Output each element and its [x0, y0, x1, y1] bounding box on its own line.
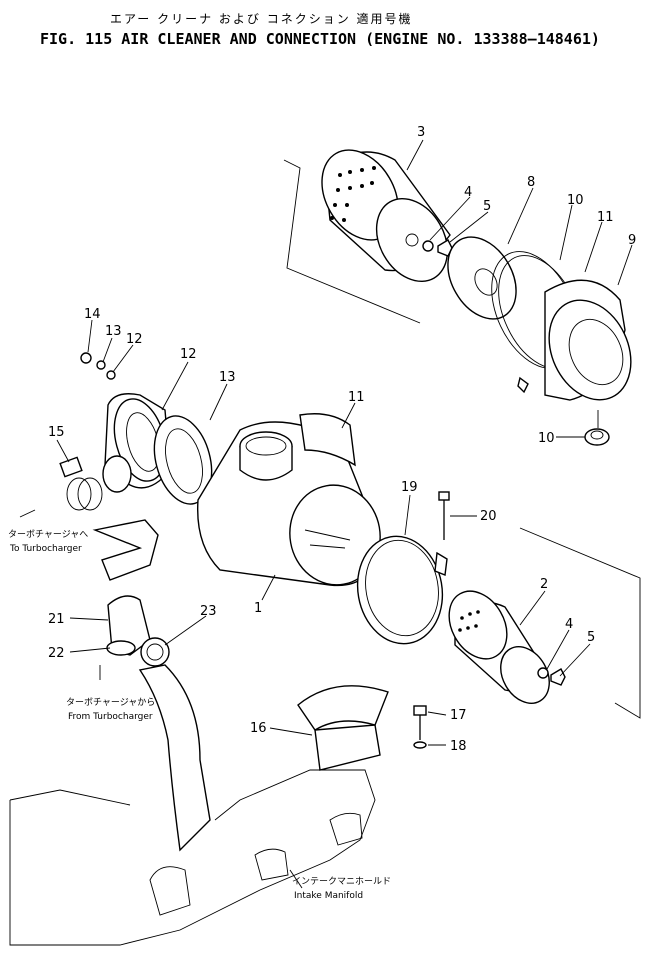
- callout-4-lower: 4: [565, 617, 573, 632]
- flow-notes: ターボチャージャへ To Turbocharger ターボチャージャから Fro…: [8, 529, 391, 901]
- callout-24-right: 23: [200, 604, 217, 619]
- callout-13: 13: [219, 370, 236, 385]
- callout-10: 10: [538, 431, 555, 446]
- support-bracket-left: [92, 519, 159, 581]
- intake-pipe: [138, 664, 211, 852]
- part-2-inner-element: [448, 590, 550, 704]
- callout-11: 11: [348, 390, 365, 405]
- part-21-mounting-band: [356, 535, 448, 645]
- part-5-wing-nut-lower: [550, 668, 566, 686]
- part-22-bolt: [438, 491, 450, 540]
- callout-20: 18: [450, 739, 467, 754]
- note-to-turbo-en: To Turbocharger: [9, 544, 82, 554]
- part-16-nut: [80, 352, 92, 364]
- callout-7: 9: [628, 233, 636, 248]
- callout-5-upper: 5: [483, 199, 491, 214]
- callout-9: 11: [597, 210, 614, 225]
- callout-21: 19: [401, 480, 418, 495]
- part-15-washer: [96, 360, 106, 370]
- note-from-turbo-jp: ターボチャージャから: [66, 697, 155, 708]
- callout-8: 10: [567, 193, 584, 208]
- part-24-hose-clamps-elbow: [140, 637, 170, 667]
- inner-element-group-bracket: [519, 527, 641, 719]
- note-to-turbo-jp: ターボチャージャへ: [8, 529, 88, 540]
- callout-3: 3: [417, 125, 425, 140]
- part-1-air-cleaner-body: [196, 421, 381, 587]
- callout-6: 8: [527, 175, 535, 190]
- title-japanese: エアー クリーナ および コネクション 適用号機: [110, 12, 413, 26]
- figure-title: FIG. 115 AIR CLEANER AND CONNECTION (ENG…: [40, 30, 600, 48]
- callout-19: 17: [450, 708, 467, 723]
- callout-labels: 3 4 5 8 10 11 9 14 13 12 12 13 11 10 15 …: [48, 125, 636, 754]
- part-11-cover-plate: [299, 413, 356, 467]
- note-from-turbo-en: From Turbocharger: [68, 712, 153, 722]
- callout-5-lower: 5: [587, 630, 595, 645]
- part-12-inlet-flange: [102, 393, 171, 493]
- part-3-outer-element: [321, 149, 451, 283]
- part-4-gasket-upper: [422, 240, 434, 252]
- callout-24-left: 22: [48, 646, 65, 661]
- callout-4-upper: 4: [464, 185, 472, 200]
- callout-2: 2: [540, 577, 548, 592]
- leader-lines: [19, 139, 633, 889]
- part-7-dust-cup: [544, 279, 632, 401]
- part-10-evacuator-valve: [584, 428, 610, 446]
- part-4-gasket-lower: [537, 667, 549, 679]
- callout-12: 12: [180, 347, 197, 362]
- part-19-bolt: [413, 705, 427, 740]
- part-18-support-bracket: [297, 685, 389, 771]
- intake-manifold: [9, 769, 376, 946]
- part-17-hose-clamps: [59, 456, 103, 511]
- note-intake-jp: インテークマニホールド: [292, 876, 391, 887]
- part-23-intake-elbow: [106, 595, 151, 656]
- note-intake-en: Intake Manifold: [294, 891, 363, 901]
- callout-14: 12: [126, 332, 143, 347]
- callout-22: 20: [480, 509, 497, 524]
- callout-23: 21: [48, 612, 65, 627]
- callout-17: 15: [48, 425, 65, 440]
- callout-18: 16: [250, 721, 267, 736]
- part-20-washer: [413, 741, 427, 749]
- part-13-gasket: [153, 415, 213, 505]
- part-14-lock-washer: [106, 370, 116, 380]
- outer-element-group-bracket: [283, 159, 421, 324]
- callout-15: 13: [105, 324, 122, 339]
- callout-16: 14: [84, 307, 101, 322]
- callout-1: 1: [254, 601, 262, 616]
